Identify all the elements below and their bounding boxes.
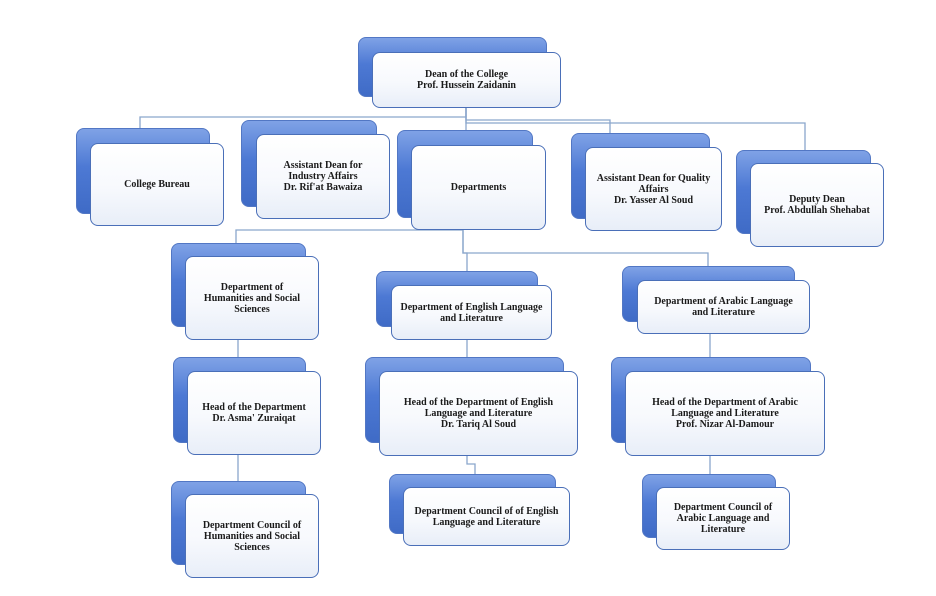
node-dean-title: Dean of the College [424,69,509,80]
node-dean-person: Prof. Hussein Zaidanin [416,80,516,91]
node-council-humanities-card: Department Council of Humanities and Soc… [185,494,319,578]
node-deputy-dean-card: Deputy Dean Prof. Abdullah Shehabat [750,163,884,247]
node-english-line2: and Literature [440,312,503,324]
node-eng-council-line2: Language and Literature [432,516,541,528]
node-industry-line1: Assistant Dean for [283,160,363,171]
node-hum-council-line2: Humanities and Social [203,530,301,542]
node-assistant-dean-quality-card: Assistant Dean for Quality Affairs Dr. Y… [585,147,722,231]
node-ara-head-person: Prof. Nizar Al-Damour [675,419,775,430]
node-hum-head-person: Dr. Asma' Zuraiqat [212,413,296,424]
node-hum-council-line1: Department Council of [202,519,302,531]
node-ara-head-line1: Head of the Department of Arabic [652,397,798,408]
node-arabic-line2: and Literature [692,307,755,318]
node-eng-head-line1: Head of the Department of English [403,397,554,408]
node-ara-head-line2: Language and Literature [671,408,779,419]
node-ara-council-line2: Arabic Language and [676,513,770,524]
node-deputy-title: Deputy Dean [789,194,845,205]
node-english-line1: Department of English Language [400,301,543,313]
node-eng-head-line2: Language and Literature [424,408,533,419]
node-head-humanities-card: Head of the Department Dr. Asma' Zuraiqa… [187,371,321,455]
node-departments-title: Departments [450,182,507,193]
node-council-english-card: Department Council of of English Languag… [403,487,570,546]
node-head-arabic-card: Head of the Department of Arabic Languag… [625,371,825,456]
node-college-bureau-title: College Bureau [124,179,190,190]
node-industry-line2: Industry Affairs [288,171,358,182]
node-ara-council-line1: Department Council of [673,502,773,513]
node-council-arabic-card: Department Council of Arabic Language an… [656,487,790,550]
node-eng-council-line1: Department Council of of English [414,505,559,517]
node-ara-council-line3: Literature [700,524,746,535]
node-departments-card: Departments [411,145,546,230]
node-humanities-line3: Sciences [234,303,270,315]
node-college-bureau-card: College Bureau [90,143,224,226]
node-head-english-card: Head of the Department of English Langua… [379,371,578,456]
node-dept-english-card: Department of English Language and Liter… [391,285,552,340]
node-quality-person: Dr. Yasser Al Soud [613,194,694,206]
node-quality-line2: Affairs [638,183,669,195]
node-humanities-line2: Humanities and Social [203,292,301,304]
node-industry-person: Dr. Rif'at Bawaiza [283,182,363,193]
node-humanities-line1: Department of [220,281,284,293]
node-eng-head-person: Dr. Tariq Al Soud [440,419,517,430]
node-dean-card: Dean of the College Prof. Hussein Zaidan… [372,52,561,108]
node-arabic-line1: Department of Arabic Language [654,296,793,307]
node-dept-arabic-card: Department of Arabic Language and Litera… [637,280,810,334]
node-quality-line1: Assistant Dean for Quality [596,172,711,184]
node-hum-head-title: Head of the Department [202,402,306,413]
node-dept-humanities-card: Department of Humanities and Social Scie… [185,256,319,340]
node-assistant-dean-industry-card: Assistant Dean for Industry Affairs Dr. … [256,134,390,219]
node-hum-council-line3: Sciences [234,541,270,553]
node-deputy-person: Prof. Abdullah Shehabat [764,205,870,216]
